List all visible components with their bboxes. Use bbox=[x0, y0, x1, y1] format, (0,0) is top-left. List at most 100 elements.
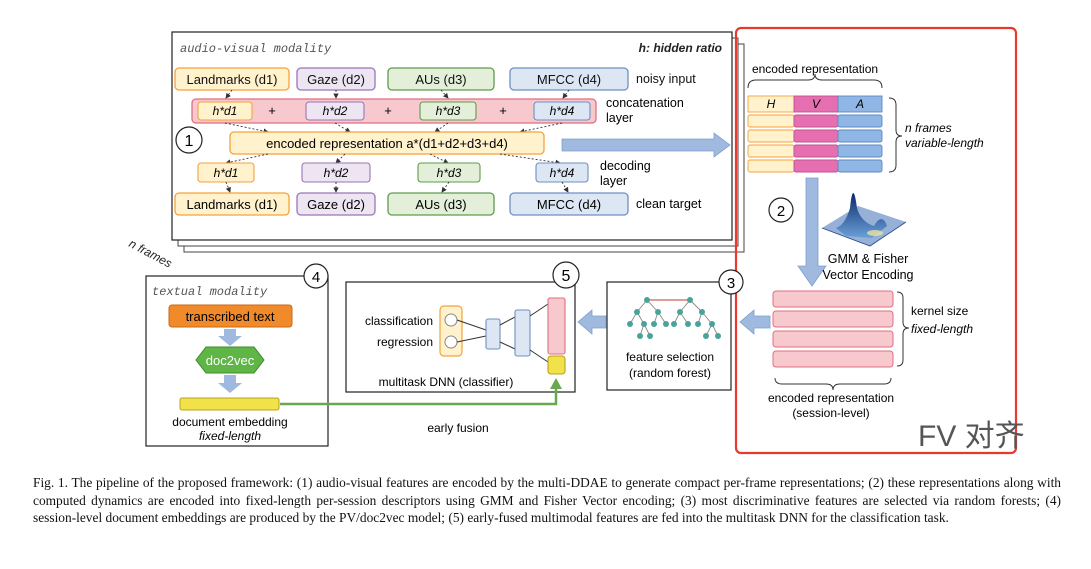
concat-cell-2-label: h*d2 bbox=[323, 104, 348, 118]
step-2-label: 2 bbox=[777, 203, 785, 220]
step-1-label: 1 bbox=[185, 133, 194, 150]
audio-visual-title: audio-visual modality bbox=[180, 42, 332, 56]
clean-mfcc-label: MFCC (d4) bbox=[537, 197, 601, 212]
concat-to-encoded-arrows bbox=[224, 122, 563, 134]
frames-top-label: encoded representation bbox=[752, 62, 878, 76]
n-frames-label: n frames bbox=[127, 236, 175, 270]
header-a: A bbox=[855, 97, 864, 111]
header-h: H bbox=[767, 97, 776, 111]
decode-cell-1-label: h*d1 bbox=[214, 166, 239, 180]
step-4-badge bbox=[303, 263, 329, 289]
concat-cell-3-label: h*d3 bbox=[436, 104, 461, 118]
frames-to-kernel-arrow bbox=[797, 177, 827, 287]
gmm-label-2: Vector Encoding bbox=[822, 268, 913, 282]
concat-cell-1 bbox=[197, 101, 253, 121]
random-forest-icon bbox=[627, 297, 721, 339]
step-1-badge bbox=[175, 126, 203, 154]
dnn-label: multitask DNN (classifier) bbox=[379, 375, 514, 389]
doc2vec-hexagon bbox=[195, 346, 265, 374]
step-4-label: 4 bbox=[312, 269, 320, 286]
clean-aus-box bbox=[387, 192, 495, 216]
decode-cell-2-label: h*d2 bbox=[324, 166, 349, 180]
textual-title: textual modality bbox=[152, 285, 268, 299]
encoded-representation-box bbox=[229, 131, 545, 155]
kernel-label-2: fixed-length bbox=[911, 322, 973, 336]
clean-landmarks-box bbox=[174, 192, 290, 216]
decoding-label-2: layer bbox=[600, 174, 627, 188]
doc2vec-label: doc2vec bbox=[206, 353, 255, 368]
session-label-1: encoded representation bbox=[768, 391, 894, 405]
concat-label-2: layer bbox=[606, 111, 633, 125]
embedding-label-1: document embedding bbox=[172, 415, 287, 429]
input-layer-av bbox=[547, 297, 566, 355]
step-5-badge bbox=[552, 261, 580, 289]
classification-node bbox=[444, 313, 458, 327]
dnn-panel: 5 classification regression multitask DN… bbox=[345, 261, 580, 393]
concat-cell-1-label: h*d1 bbox=[213, 104, 238, 118]
kernel-bottom-brace bbox=[774, 377, 892, 391]
early-fusion-label: early fusion bbox=[427, 421, 488, 435]
embedding-label-2: fixed-length bbox=[199, 429, 261, 443]
noisy-to-concat-arrows bbox=[225, 89, 570, 99]
decode-cell-4-label: h*d4 bbox=[550, 166, 575, 180]
decode-to-clean-arrows bbox=[225, 181, 569, 193]
hidden-layer-1 bbox=[514, 309, 531, 357]
noisy-mfcc-label: MFCC (d4) bbox=[537, 72, 601, 87]
decoding-layer: h*d1 h*d2 h*d3 h*d4 decoding layer bbox=[197, 159, 651, 188]
kernel-label-1: kernel size bbox=[911, 304, 969, 318]
pipeline-diagram: audio-visual modality h: hidden ratio n … bbox=[127, 26, 1025, 455]
concat-cell-4-label: h*d4 bbox=[550, 104, 575, 118]
document-embedding-bar bbox=[179, 397, 280, 411]
regression-node bbox=[444, 335, 458, 349]
clean-gaze-box bbox=[296, 192, 376, 216]
concat-cell-3 bbox=[419, 101, 477, 121]
step-2-badge bbox=[768, 197, 794, 223]
concat-plus-1: + bbox=[268, 103, 276, 118]
textual-panel: textual modality 4 transcribed text doc2… bbox=[145, 263, 329, 447]
audio-visual-panel: audio-visual modality h: hidden ratio n … bbox=[127, 31, 745, 271]
regression-label: regression bbox=[377, 335, 433, 349]
feature-selection-label-1: feature selection bbox=[626, 350, 714, 364]
fv-watermark: FV 对齐 bbox=[918, 420, 1025, 453]
decoding-label-1: decoding bbox=[600, 159, 651, 173]
feature-selection-panel: 3 feature selection (random forest) bbox=[606, 269, 744, 391]
noisy-input-row: Landmarks (d1) Gaze (d2) AUs (d3) MFCC (… bbox=[174, 67, 696, 91]
concatenation-layer: h*d1 + h*d2 + h*d3 + h*d4 concatenation … bbox=[191, 96, 684, 125]
clean-target-row: Landmarks (d1) Gaze (d2) AUs (d3) MFCC (… bbox=[174, 192, 702, 216]
figure-caption: Fig. 1. The pipeline of the proposed fra… bbox=[33, 475, 1061, 525]
clean-gaze-label: Gaze (d2) bbox=[307, 197, 365, 212]
concat-cell-2 bbox=[305, 101, 365, 121]
feature-selection-label-2: (random forest) bbox=[629, 366, 711, 380]
early-fusion-arrowhead bbox=[550, 378, 562, 389]
header-v: V bbox=[812, 97, 821, 111]
decode-cell-3-label: h*d3 bbox=[437, 166, 462, 180]
clean-mfcc-box bbox=[509, 192, 629, 216]
concat-cell-4 bbox=[533, 101, 591, 121]
noisy-aus-label: AUs (d3) bbox=[415, 72, 466, 87]
noisy-input-label: noisy input bbox=[636, 72, 696, 86]
noisy-gaze-label: Gaze (d2) bbox=[307, 72, 365, 87]
frame-rows: H V A bbox=[747, 95, 883, 173]
frames-label-1: n frames bbox=[905, 121, 952, 135]
early-fusion-arrow bbox=[280, 388, 558, 406]
transcribed-to-doc2vec-arrow bbox=[218, 329, 242, 346]
gmm-label-1: GMM & Fisher bbox=[828, 252, 909, 266]
kernel-to-selection-arrow bbox=[739, 309, 771, 335]
frames-right-brace bbox=[888, 97, 903, 173]
concat-label-1: concatenation bbox=[606, 96, 684, 110]
step-5-label: 5 bbox=[562, 268, 571, 285]
encoded-to-frames-arrow bbox=[561, 132, 731, 158]
encoded-representation-label: encoded representation a*(d1+d2+d3+d4) bbox=[266, 136, 508, 151]
encoded-to-decode-arrows bbox=[225, 153, 561, 166]
clean-target-label: clean target bbox=[636, 197, 702, 211]
clean-aus-label: AUs (d3) bbox=[415, 197, 466, 212]
frames-top-brace bbox=[747, 73, 883, 89]
transcribed-text-label: transcribed text bbox=[186, 309, 275, 324]
kernel-boxes bbox=[772, 290, 894, 368]
doc2vec-to-embedding-arrow bbox=[218, 375, 242, 393]
kernel-right-brace bbox=[896, 291, 910, 367]
selection-to-dnn-arrow bbox=[577, 309, 607, 335]
classification-label: classification bbox=[365, 314, 433, 328]
concat-plus-2: + bbox=[384, 103, 392, 118]
session-label-2: (session-level) bbox=[792, 406, 869, 420]
